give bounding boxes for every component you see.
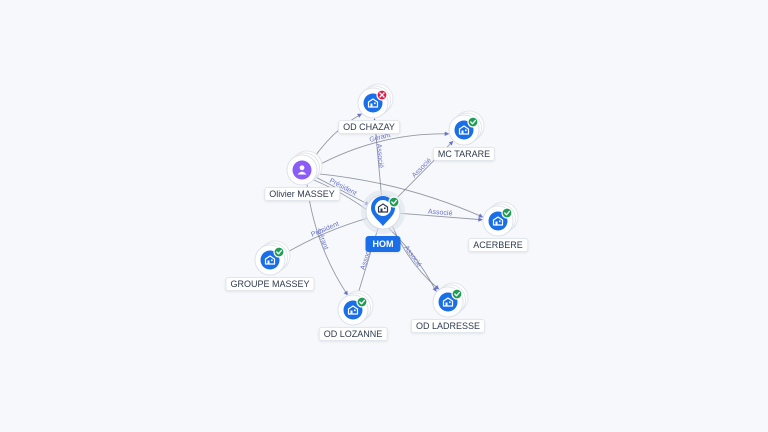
node-label-center[interactable]: HOM — [365, 236, 401, 252]
building-icon — [347, 305, 359, 315]
node-label-groupe-massey[interactable]: GROUPE MASSEY — [225, 277, 315, 291]
node-label-acerbere[interactable]: ACERBERE — [468, 238, 528, 252]
active-status-icon — [467, 116, 479, 128]
edge-label: Associé — [402, 245, 422, 269]
active-status-icon — [388, 196, 400, 208]
node-mc-tarare[interactable] — [448, 110, 485, 146]
building-icon — [377, 203, 389, 213]
edge-label: Associé — [428, 209, 453, 218]
node-od-lozanne[interactable] — [337, 290, 374, 326]
node-od-ladresse[interactable] — [432, 282, 469, 318]
node-acerbere[interactable] — [482, 201, 519, 237]
building-icon — [442, 297, 454, 307]
node-groupe-massey[interactable] — [254, 240, 291, 276]
building-icon — [458, 125, 470, 135]
node-label-od-ladresse[interactable]: OD LADRESSE — [410, 319, 486, 333]
edge-olivier-massey-acerbere[interactable] — [315, 173, 484, 218]
edge-label: Gérant — [369, 132, 392, 144]
person-icon — [297, 165, 307, 175]
node-label-od-lozanne[interactable]: OD LOZANNE — [318, 327, 388, 341]
edge-center-groupe-massey[interactable] — [284, 217, 371, 255]
node-center[interactable] — [361, 190, 405, 234]
edge-olivier-massey-mc-tarare[interactable] — [315, 131, 450, 168]
edge-label: Associé — [375, 143, 384, 168]
building-icon — [492, 216, 504, 226]
building-icon — [367, 98, 379, 108]
active-status-icon — [356, 296, 368, 308]
node-label-olivier-massey[interactable]: Olivier MASSEY — [264, 187, 340, 201]
active-status-icon — [273, 246, 285, 258]
closed-status-icon — [376, 89, 388, 101]
active-status-icon — [451, 288, 463, 300]
node-label-od-chazay[interactable]: OD CHAZAY — [338, 120, 400, 134]
building-icon — [264, 255, 276, 265]
node-olivier-massey[interactable] — [286, 150, 323, 186]
active-status-icon — [501, 207, 513, 219]
node-label-mc-tarare[interactable]: MC TARARE — [432, 147, 496, 161]
node-od-chazay[interactable] — [357, 83, 394, 119]
edge-center-od-ladresse[interactable] — [390, 223, 440, 290]
edge-center-acerbere[interactable] — [396, 212, 483, 222]
edge-label: Associé — [411, 157, 433, 179]
